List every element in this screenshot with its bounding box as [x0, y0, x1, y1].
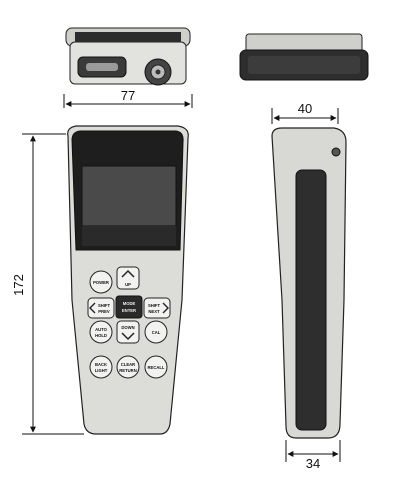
svg-text:POWER: POWER: [93, 280, 109, 285]
up-button[interactable]: UP: [116, 266, 140, 290]
dimension-depth-top: 40: [298, 101, 312, 116]
chevron-up-icon: [121, 269, 135, 278]
svg-text:RECALL: RECALL: [148, 365, 165, 370]
dimension-height: 172: [11, 274, 26, 296]
svg-text:MODE: MODE: [123, 301, 136, 306]
dimension-width: 77: [121, 88, 135, 103]
front-view: POWER UP SHIFT PREV MODE ENTER SH: [11, 125, 189, 435]
svg-text:DOWN: DOWN: [121, 325, 134, 330]
svg-text:LIGHT: LIGHT: [95, 368, 108, 373]
svg-text:ENTER: ENTER: [122, 308, 136, 313]
chevron-left-icon: [89, 302, 96, 314]
auto-hold-button[interactable]: AUTO HOLD: [89, 320, 113, 344]
svg-text:UP: UP: [125, 282, 131, 287]
side-view: 34: [271, 127, 347, 471]
shift-prev-button[interactable]: SHIFT PREV: [87, 297, 115, 319]
svg-text:BACK: BACK: [95, 362, 107, 367]
svg-text:NEXT: NEXT: [148, 309, 160, 314]
lcd-screen: [81, 165, 177, 227]
svg-text:RETURN: RETURN: [119, 368, 136, 373]
power-button[interactable]: POWER: [89, 270, 113, 294]
top-view: 77: [63, 27, 193, 108]
svg-text:SHIFT: SHIFT: [98, 303, 111, 308]
svg-text:PREV: PREV: [98, 309, 110, 314]
top-side-view: 40: [239, 33, 369, 124]
dimension-depth-bottom: 34: [306, 456, 320, 471]
back-light-button[interactable]: BACK LIGHT: [89, 355, 113, 379]
svg-text:CAL: CAL: [152, 330, 161, 335]
svg-text:SHIFT: SHIFT: [148, 303, 161, 308]
shift-next-button[interactable]: SHIFT NEXT: [143, 297, 171, 319]
cal-button[interactable]: CAL: [144, 320, 168, 344]
side-grip: [295, 169, 327, 431]
chevron-right-icon: [162, 302, 169, 314]
mode-enter-button[interactable]: MODE ENTER: [115, 295, 143, 319]
svg-text:HOLD: HOLD: [95, 333, 107, 338]
keypad: POWER UP SHIFT PREV MODE ENTER SH: [87, 266, 171, 379]
clear-return-button[interactable]: CLEAR RETURN: [116, 355, 140, 379]
chevron-down-icon: [121, 332, 135, 341]
recall-button[interactable]: RECALL: [144, 355, 168, 379]
down-button[interactable]: DOWN: [116, 320, 140, 344]
svg-text:CLEAR: CLEAR: [121, 362, 135, 367]
svg-text:AUTO: AUTO: [95, 327, 108, 332]
